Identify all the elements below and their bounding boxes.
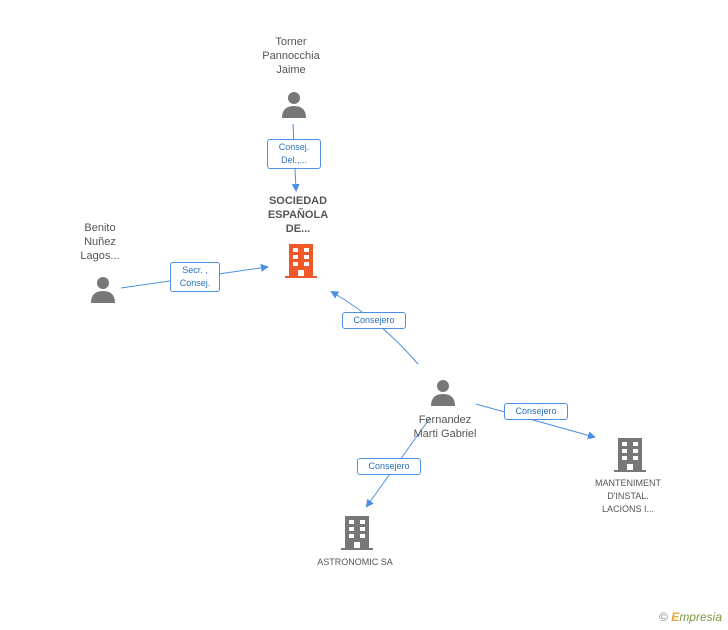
node-label-line: Fernandez	[418, 414, 472, 426]
relation-badge-fernandez-astronomic[interactable]: Consejero	[357, 458, 421, 475]
relation-badge-fernandez-manteniment[interactable]: Consejero	[504, 403, 568, 420]
relation-badge-benito-sociedad[interactable]: Secr. , Consej.	[170, 262, 220, 292]
person-icon-fernandez[interactable]	[428, 377, 458, 407]
building-icon-manteniment[interactable]	[614, 436, 646, 472]
person-icon-benito[interactable]	[88, 274, 118, 304]
relation-badge-torner-sociedad[interactable]: Consej. Del.,...	[267, 139, 321, 169]
node-label-fernandez[interactable]: Fernandez Marti Gabriel	[390, 413, 500, 441]
node-label-line: LACIONS I...	[601, 504, 654, 514]
relation-badge-fernandez-sociedad[interactable]: Consejero	[342, 312, 406, 329]
relation-text: Del.,...	[280, 155, 307, 165]
node-label-line: ESPAÑOLA	[267, 209, 329, 221]
node-label-line: MANTENIMENT	[595, 478, 661, 488]
node-label-line: Nuñez	[84, 236, 116, 248]
relation-text: Consejero	[368, 461, 410, 471]
edge-fernandez-manteniment	[475, 403, 596, 440]
node-label-line: Torner	[275, 36, 307, 48]
node-label-torner[interactable]: Torner Pannocchia Jaime	[241, 35, 341, 77]
node-label-manteniment[interactable]: MANTENIMENT D'INSTAL. LACIONS I...	[580, 477, 676, 516]
node-label-benito[interactable]: Benito Nuñez Lagos...	[60, 221, 140, 263]
node-label-line: ASTRONOMIC SA	[317, 557, 393, 567]
copyright-icon: ©	[659, 610, 668, 624]
node-label-line: SOCIEDAD	[268, 195, 328, 207]
node-label-line: Lagos...	[80, 250, 120, 262]
relation-text: Consejero	[515, 406, 557, 416]
relation-text: Consej.	[179, 278, 211, 288]
building-icon-astronomic[interactable]	[341, 514, 373, 550]
node-label-line: Pannocchia	[262, 50, 320, 62]
person-icon-torner[interactable]	[279, 89, 309, 119]
relation-text: Secr. ,	[182, 265, 208, 275]
brand-initial: E	[671, 610, 680, 624]
node-label-line: Marti Gabriel	[413, 428, 477, 440]
brand-name: mpresia	[679, 610, 722, 624]
node-label-sociedad[interactable]: SOCIEDAD ESPAÑOLA DE...	[248, 194, 348, 236]
building-icon-sociedad[interactable]	[285, 242, 317, 278]
node-label-line: DE...	[285, 223, 311, 235]
relation-text: Consej.	[278, 142, 310, 152]
node-label-astronomic[interactable]: ASTRONOMIC SA	[300, 556, 410, 569]
node-label-line: D'INSTAL.	[607, 491, 649, 501]
node-label-line: Benito	[84, 222, 116, 234]
empresia-watermark: © Empresia	[659, 610, 722, 624]
node-label-line: Jaime	[276, 64, 306, 76]
relation-text: Consejero	[353, 315, 395, 325]
